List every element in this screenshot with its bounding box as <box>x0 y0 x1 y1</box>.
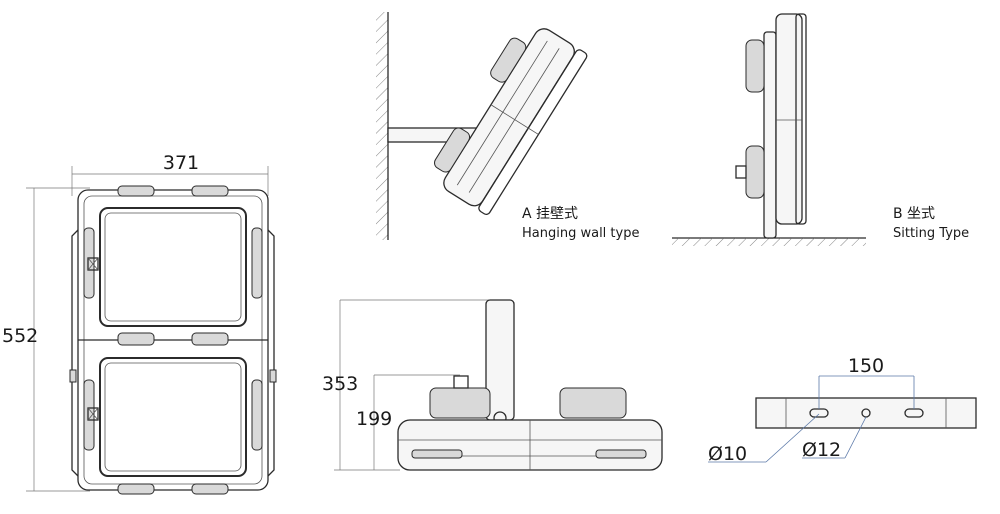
elevation-view: 353 199 <box>322 299 663 471</box>
body-height-dimension-text: 199 <box>356 408 392 430</box>
hole-spacing-text: 150 <box>848 355 884 377</box>
slot-dimension-text: Ø10 <box>708 443 747 465</box>
housing-outline <box>69 185 277 495</box>
width-dimension: 371 <box>71 152 269 196</box>
overall-height-dimension-text: 353 <box>322 373 358 395</box>
front-view: 371 552 <box>2 152 277 495</box>
sitting-type-label-cn: B 坐式 <box>893 206 935 222</box>
upright-fixture <box>775 13 803 225</box>
side-view-sitting: B 坐式 Sitting Type <box>672 13 969 246</box>
hole-dimension-text: Ø12 <box>802 439 841 461</box>
support-post <box>763 31 777 239</box>
wall-type-label-en: Hanging wall type <box>522 226 639 241</box>
height-dimension-text: 552 <box>2 325 38 347</box>
wall-hatch <box>376 12 388 240</box>
wall-type-label-cn: A 挂壁式 <box>522 206 578 222</box>
lower-lens-panel <box>99 357 247 477</box>
side-view-wall: A 挂壁式 Hanging wall type <box>376 12 639 241</box>
width-dimension-text: 371 <box>163 152 199 174</box>
left-driver <box>429 387 491 419</box>
height-dimension: 552 <box>2 187 90 492</box>
tilted-fixture <box>434 28 588 216</box>
bracket-detail: 150 Ø10 Ø12 <box>708 355 977 465</box>
right-driver <box>559 387 627 419</box>
bracket-plate <box>755 397 977 429</box>
upper-lens-panel <box>99 207 247 327</box>
sitting-type-label-en: Sitting Type <box>893 226 969 241</box>
connector-icon <box>87 257 99 421</box>
